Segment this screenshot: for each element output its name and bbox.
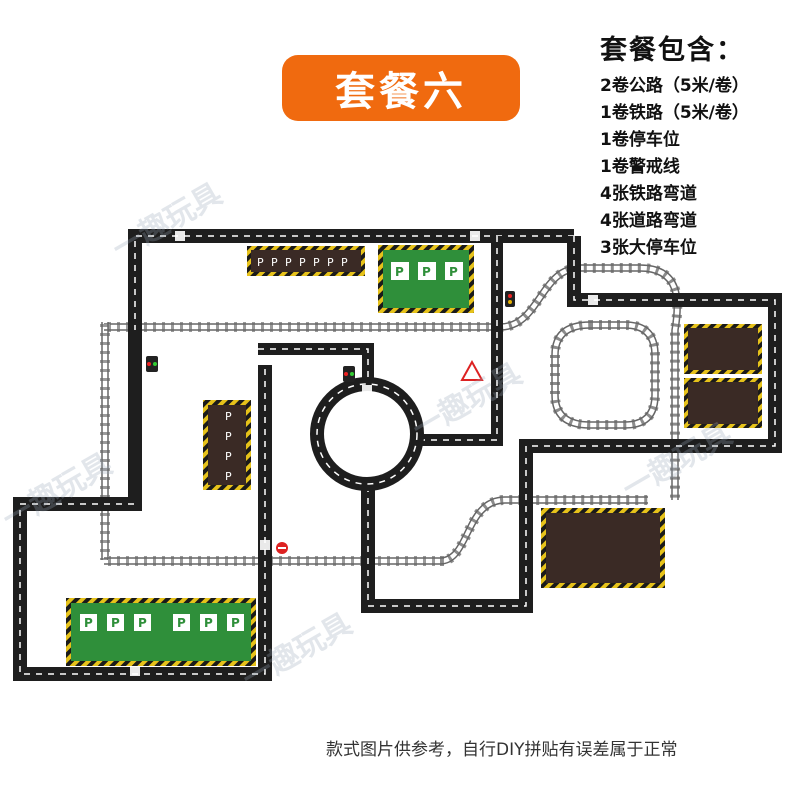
parking-letter: P (177, 616, 186, 630)
railway-group (100, 263, 683, 566)
parking-lot-top-row: P P P P P P P (247, 246, 365, 276)
railway-vertical-left (100, 322, 110, 560)
parking-letter: P (285, 256, 292, 269)
package-item: 1卷警戒线 (600, 157, 680, 177)
parking-letter: P (341, 256, 348, 269)
railway-curve-upper (499, 263, 683, 500)
traffic-light-icon (343, 366, 355, 382)
warning-sign-icon (460, 359, 484, 381)
package-item: 4张铁路弯道 (600, 184, 697, 204)
railway-horizontal-bottom (104, 556, 444, 566)
railway-loop (550, 320, 660, 430)
parking-letter: P (225, 430, 232, 443)
railway-horizontal-top (104, 322, 500, 332)
parking-letter: P (204, 616, 213, 630)
watermark: 一趣玩具 (617, 417, 738, 507)
parking-lot-right-lower (684, 378, 762, 428)
parking-letter: P (271, 256, 278, 269)
parking-letter: P (395, 265, 404, 279)
no-entry-sign-icon (276, 542, 288, 554)
railway-curve-lower (439, 495, 648, 566)
package-item: 1卷停车位 (600, 130, 680, 150)
traffic-light-icon (146, 356, 158, 372)
footnote-disclaimer: 款式图片供参考，自行DIY拼贴有误差属于正常 (326, 740, 678, 760)
package-heading: 套餐包含： (600, 35, 745, 66)
parking-lot-green-bottom: P P P P P P (66, 598, 256, 666)
parking-lot-right-upper (684, 324, 762, 374)
parking-letter: P (84, 616, 93, 630)
watermark: 一趣玩具 (107, 177, 228, 267)
parking-lot-green-top: P P P (378, 245, 474, 313)
parking-letter: P (225, 450, 232, 463)
parking-letter: P (449, 265, 458, 279)
package-title-badge: 套餐六 (282, 55, 520, 121)
package-item: 1卷铁路（5米/卷） (600, 103, 749, 123)
parking-letter: P (327, 256, 334, 269)
package-item: 2卷公路（5米/卷） (600, 76, 749, 96)
road-group (13, 229, 782, 681)
parking-letter: P (138, 616, 147, 630)
parking-letter: P (299, 256, 306, 269)
parking-letter: P (225, 410, 232, 423)
parking-letter: P (313, 256, 320, 269)
parking-letter: P (225, 470, 232, 483)
package-item: 3张大停车位 (600, 238, 697, 258)
parking-letter: P (257, 256, 264, 269)
traffic-light-icon (505, 291, 515, 307)
parking-letter: P (422, 265, 431, 279)
package-contents: 套餐包含： 2卷公路（5米/卷） 1卷铁路（5米/卷） 1卷停车位 1卷警戒线 … (600, 28, 800, 262)
parking-letter: P (231, 616, 240, 630)
crosswalk-marks (130, 231, 598, 676)
parking-letter: P (111, 616, 120, 630)
parking-lot-large-lower-right (541, 508, 665, 588)
package-item: 4张道路弯道 (600, 211, 697, 231)
parking-lot-vertical: P P P P (203, 400, 251, 490)
